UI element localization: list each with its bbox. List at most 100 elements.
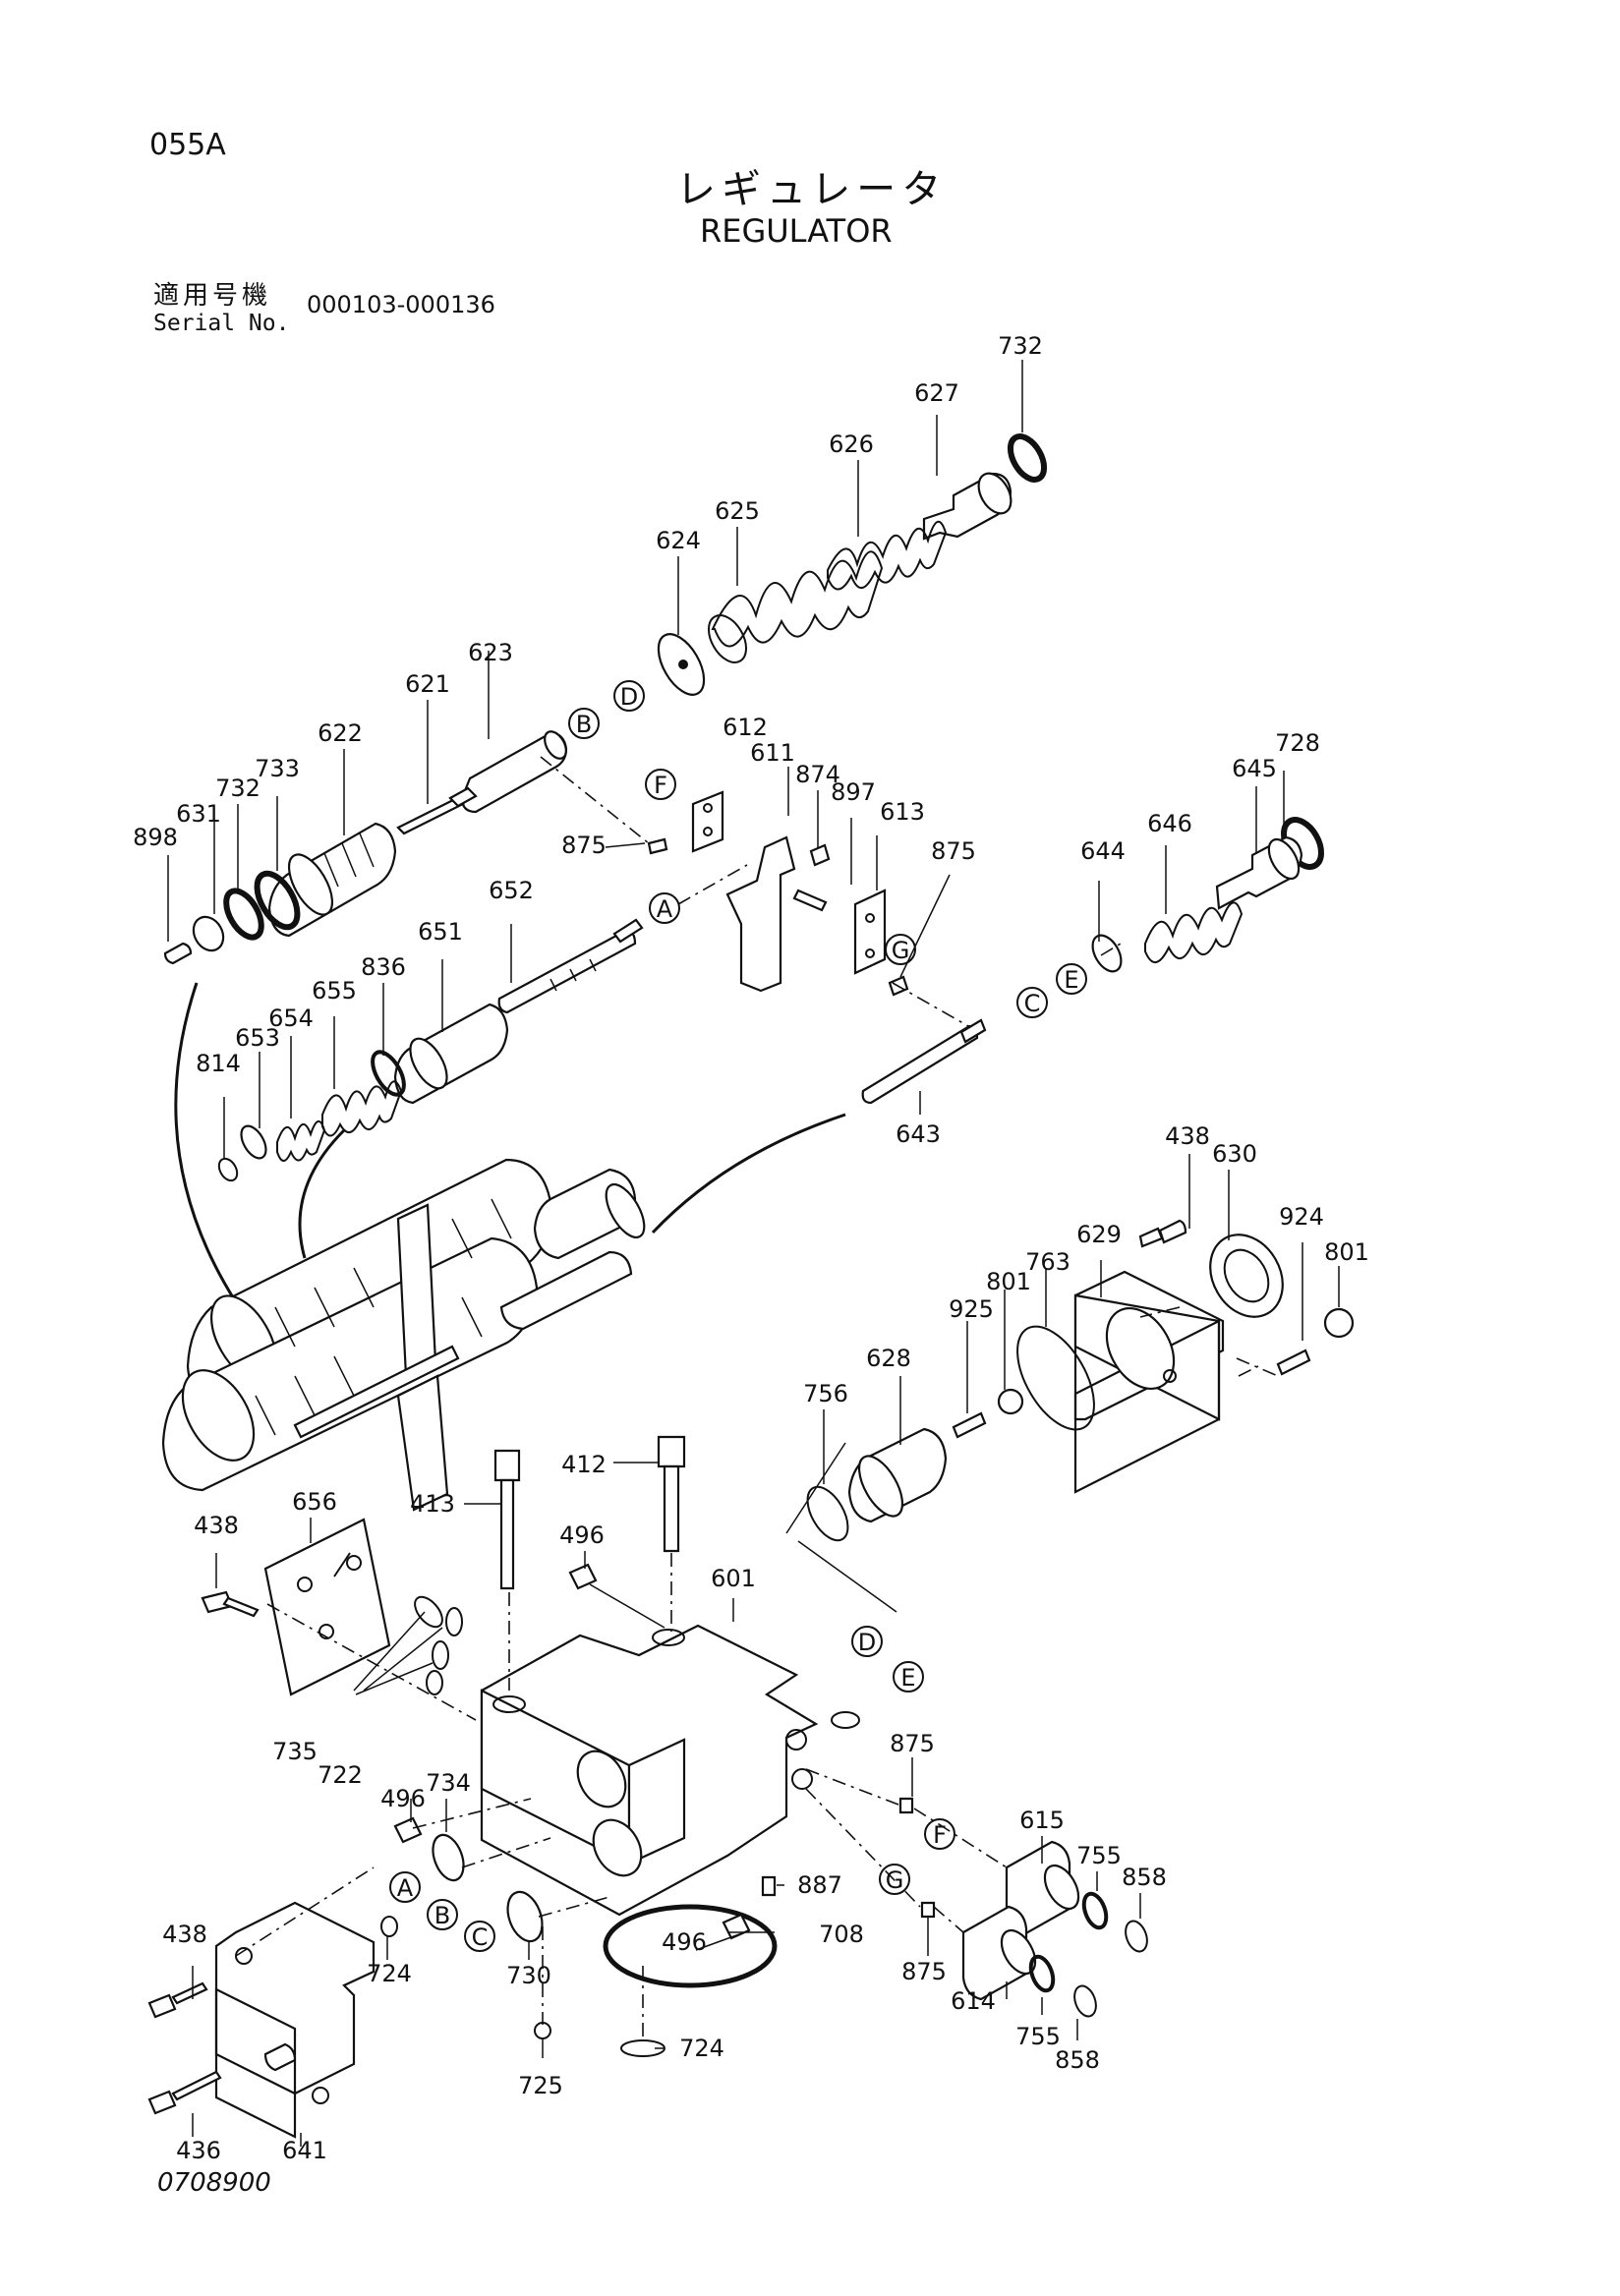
part-413-bolt xyxy=(493,1449,521,1590)
part-724-oring xyxy=(380,1916,398,1937)
part-651-sleeve xyxy=(393,1003,509,1105)
ref-marker-F-lower: F xyxy=(924,1818,955,1850)
label-496-upper: 496 xyxy=(559,1521,605,1549)
svg-text:D: D xyxy=(620,683,638,711)
part-622-sleeve xyxy=(267,822,397,938)
label-755-lower: 755 xyxy=(1015,2023,1061,2050)
label-651: 651 xyxy=(418,918,463,946)
label-613: 613 xyxy=(880,798,925,826)
part-887-pin xyxy=(761,1875,777,1897)
part-611-lever xyxy=(725,835,796,993)
part-763-oring xyxy=(1016,1325,1095,1431)
part-625-spring xyxy=(708,550,884,663)
part-412-bolt xyxy=(657,1435,686,1553)
part-924-bolt xyxy=(1276,1349,1311,1376)
part-612-lever xyxy=(691,790,724,853)
part-621-pin xyxy=(396,786,478,835)
part-730-oring xyxy=(506,1890,544,1943)
label-611: 611 xyxy=(750,739,795,767)
ref-marker-E-lower: E xyxy=(893,1661,924,1693)
svg-text:F: F xyxy=(933,1821,947,1849)
label-732-lower: 732 xyxy=(215,775,260,802)
label-622: 622 xyxy=(318,719,363,747)
figure-code: 0708900 xyxy=(157,2168,271,2198)
label-925: 925 xyxy=(949,1295,994,1323)
label-858-lower: 858 xyxy=(1055,2046,1100,2074)
assembled-regulator-view xyxy=(161,1158,646,1512)
label-814: 814 xyxy=(196,1050,241,1077)
part-732-oring xyxy=(1007,433,1048,483)
label-413: 413 xyxy=(410,1490,455,1518)
serial-range: 000103-000136 xyxy=(307,291,495,318)
label-630: 630 xyxy=(1212,1140,1257,1168)
part-labels: 732 627 626 625 624 623 621 622 733 732 … xyxy=(133,332,1369,2164)
label-875-upper: 875 xyxy=(561,832,607,859)
part-734-oring xyxy=(432,1833,465,1882)
label-496-mid: 496 xyxy=(380,1785,426,1812)
serial-label-english: Serial No. xyxy=(153,311,290,336)
label-722: 722 xyxy=(318,1761,363,1789)
label-629: 629 xyxy=(1076,1221,1122,1248)
label-763: 763 xyxy=(1025,1248,1070,1276)
ref-marker-C-upper: C xyxy=(1016,987,1048,1018)
label-801-left: 801 xyxy=(986,1268,1031,1295)
label-875-mid: 875 xyxy=(890,1730,935,1757)
label-438-upper: 438 xyxy=(1165,1122,1210,1150)
part-725-oring xyxy=(534,2022,551,2039)
svg-text:A: A xyxy=(397,1874,414,1902)
label-656: 656 xyxy=(292,1488,337,1516)
part-626-spring xyxy=(827,520,948,591)
label-652: 652 xyxy=(489,877,534,904)
part-496-plug xyxy=(568,1563,598,1590)
part-874-pin xyxy=(809,843,831,867)
label-875-right: 875 xyxy=(931,837,976,865)
label-653: 653 xyxy=(235,1024,280,1052)
svg-text:G: G xyxy=(892,937,910,964)
label-624: 624 xyxy=(656,527,701,554)
assembly-arcs xyxy=(174,982,846,1318)
label-733: 733 xyxy=(255,755,300,782)
label-612: 612 xyxy=(723,714,768,741)
ref-marker-A-lower: A xyxy=(389,1871,421,1903)
label-874: 874 xyxy=(795,761,840,788)
ref-marker-D-lower: D xyxy=(851,1626,883,1657)
label-644: 644 xyxy=(1080,837,1126,865)
part-722-orings xyxy=(414,1595,463,1695)
label-735: 735 xyxy=(272,1738,318,1765)
part-755-oring xyxy=(1081,1891,1109,1930)
part-438-bolt-b xyxy=(201,1590,260,1618)
label-496-lower: 496 xyxy=(662,1928,707,1956)
label-924: 924 xyxy=(1279,1203,1324,1231)
svg-text:C: C xyxy=(472,1923,489,1951)
part-438-bolt-c xyxy=(147,1981,208,2019)
label-641: 641 xyxy=(282,2137,327,2164)
label-887: 887 xyxy=(797,1871,842,1899)
part-496-plug-b xyxy=(393,1816,423,1844)
label-724-bottom: 724 xyxy=(679,2035,724,2062)
alignment-lines xyxy=(540,756,1259,1377)
label-615: 615 xyxy=(1019,1807,1065,1834)
label-898: 898 xyxy=(133,824,178,851)
part-801-nut xyxy=(1323,1307,1355,1339)
svg-text:F: F xyxy=(654,772,667,799)
label-730: 730 xyxy=(506,1962,551,1989)
title-english: REGULATOR xyxy=(700,212,893,250)
label-643: 643 xyxy=(896,1120,941,1148)
ref-marker-G-upper: G xyxy=(885,934,916,965)
part-875-pin-c xyxy=(898,1797,914,1814)
part-732-oring-lower xyxy=(223,888,264,941)
part-733-oring xyxy=(254,870,301,931)
part-628-plug xyxy=(847,1427,948,1523)
label-858-upper: 858 xyxy=(1122,1864,1167,1891)
ref-marker-A-upper: A xyxy=(649,892,680,924)
serial-label-japanese: 適用号機 xyxy=(153,281,272,311)
label-623: 623 xyxy=(468,639,513,666)
assembly-lines-lower xyxy=(235,1306,1279,2040)
label-628: 628 xyxy=(866,1345,911,1372)
part-755-oring-b xyxy=(1028,1954,1056,1993)
svg-text:C: C xyxy=(1024,990,1041,1017)
part-708-oring xyxy=(603,1904,778,1988)
label-655: 655 xyxy=(312,977,357,1004)
part-897-pin xyxy=(792,889,828,912)
